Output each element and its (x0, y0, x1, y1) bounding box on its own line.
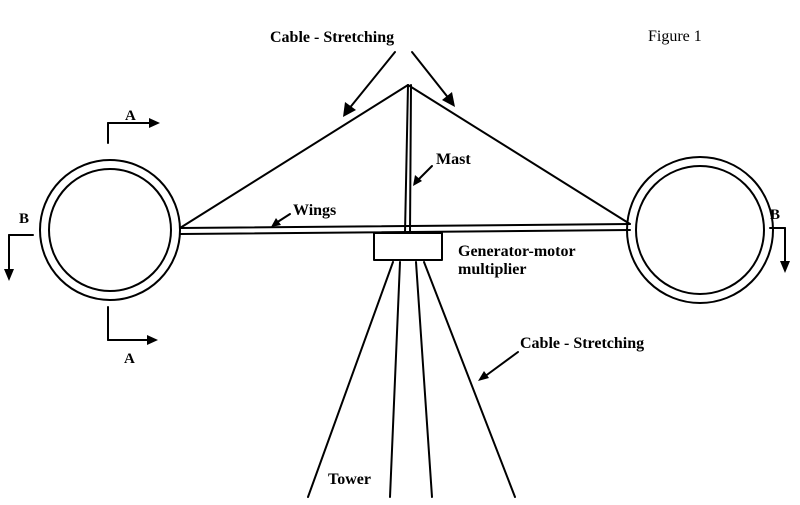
generator-label-line1: Generator-motor (458, 243, 576, 260)
tower-label: Tower (328, 471, 371, 488)
section-b-right-letter: B (770, 207, 780, 223)
cable-left-stay (179, 84, 409, 229)
section-marker-b-right (769, 227, 790, 273)
cable-top-label: Cable - Stretching (270, 29, 394, 46)
rotor-ring-left (39, 159, 181, 301)
section-a-top-letter: A (125, 108, 136, 124)
cable-top-arrow-left (343, 51, 396, 117)
cable-top-arrow-right (411, 51, 455, 107)
wings-pointer-arrow (271, 213, 291, 227)
section-marker-b-left (4, 234, 34, 281)
wings-label: Wings (293, 202, 336, 219)
section-a-bottom-letter: A (124, 351, 135, 367)
section-marker-a-bottom (107, 306, 158, 345)
cable-right-stay (407, 84, 631, 225)
generator-motor-box (373, 232, 443, 261)
section-marker-a-top (107, 118, 160, 144)
mast (404, 84, 412, 234)
rotor-ring-right (626, 156, 774, 304)
mast-pointer-arrow (413, 165, 433, 186)
cable-right-pointer-arrow (478, 351, 519, 381)
figure-label: Figure 1 (648, 28, 702, 45)
generator-label-line2: multiplier (458, 261, 526, 278)
mast-label: Mast (436, 151, 471, 168)
cable-right-label: Cable - Stretching (520, 335, 644, 352)
section-b-left-letter: B (19, 211, 29, 227)
tower-structure (307, 261, 516, 498)
